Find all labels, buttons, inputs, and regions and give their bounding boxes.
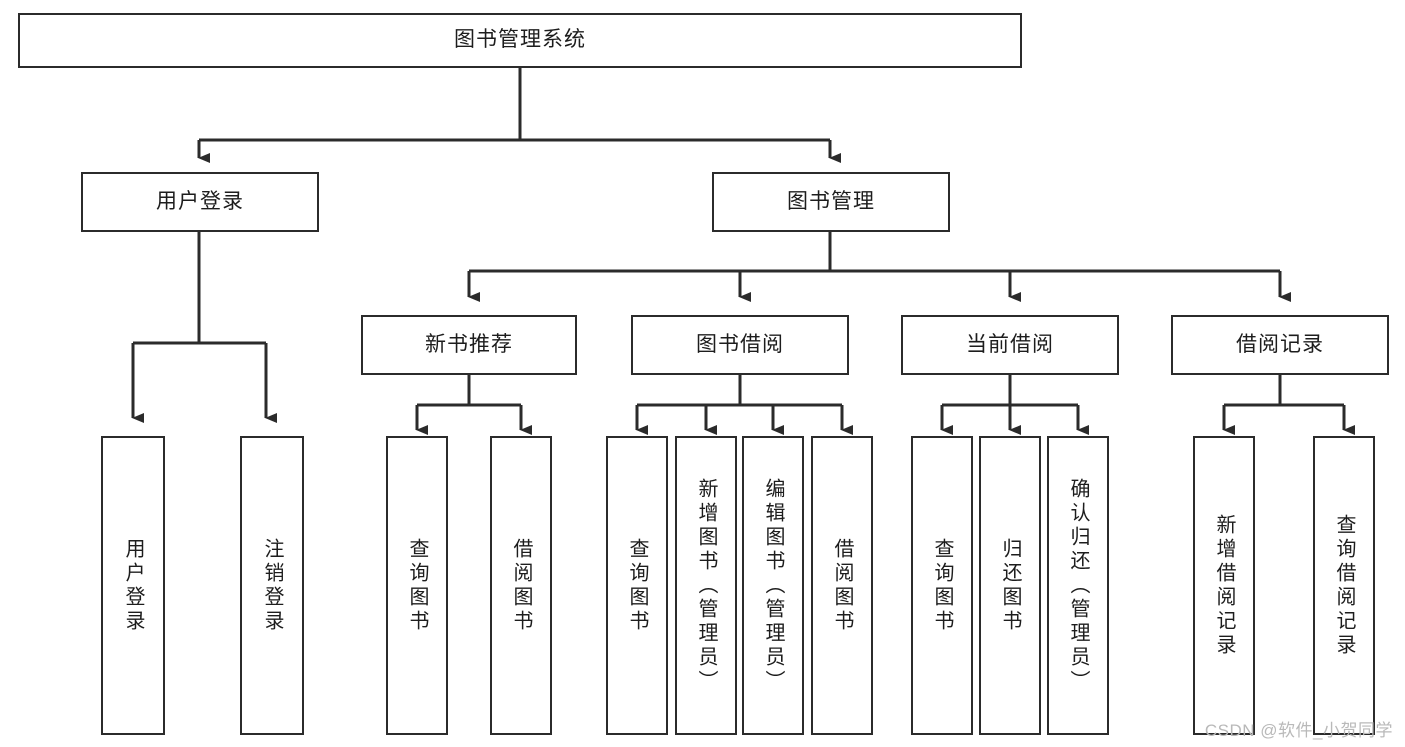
node-leaf-edit-book[interactable]: 编辑图书（管理员） [742, 436, 804, 735]
node-root-label: 图书管理系统 [454, 28, 586, 52]
node-leaf-logout-label: 注销登录 [261, 537, 283, 634]
node-leaf-edit-book-label: 编辑图书（管理员） [762, 477, 784, 694]
node-book-management-label: 图书管理 [787, 189, 875, 213]
node-leaf-add-book-label: 新增图书（管理员） [695, 477, 717, 694]
node-borrow-record[interactable]: 借阅记录 [1171, 315, 1389, 375]
node-user-login-label: 用户登录 [156, 189, 244, 213]
watermark: CSDN @软件_小贺同学 [1204, 721, 1393, 740]
node-leaf-logout[interactable]: 注销登录 [240, 436, 304, 735]
node-leaf-borrow-book-2-label: 借阅图书 [831, 537, 853, 634]
node-leaf-query-book-2-label: 查询图书 [626, 537, 648, 634]
node-leaf-return-book-label: 归还图书 [999, 537, 1021, 634]
node-leaf-confirm-return[interactable]: 确认归还（管理员） [1047, 436, 1109, 735]
node-root[interactable]: 图书管理系统 [18, 13, 1022, 68]
node-leaf-return-book[interactable]: 归还图书 [979, 436, 1041, 735]
node-leaf-query-book-1[interactable]: 查询图书 [386, 436, 448, 735]
node-leaf-add-record[interactable]: 新增借阅记录 [1193, 436, 1255, 735]
node-leaf-user-login[interactable]: 用户登录 [101, 436, 165, 735]
node-new-book-recommend-label: 新书推荐 [425, 332, 513, 356]
node-book-management[interactable]: 图书管理 [712, 172, 950, 232]
node-leaf-query-book-2[interactable]: 查询图书 [606, 436, 668, 735]
node-leaf-user-login-label: 用户登录 [122, 537, 144, 634]
node-leaf-borrow-book-2[interactable]: 借阅图书 [811, 436, 873, 735]
node-leaf-borrow-book-1[interactable]: 借阅图书 [490, 436, 552, 735]
node-leaf-query-record-label: 查询借阅记录 [1333, 513, 1355, 658]
node-book-borrow[interactable]: 图书借阅 [631, 315, 849, 375]
node-current-borrow[interactable]: 当前借阅 [901, 315, 1119, 375]
node-borrow-record-label: 借阅记录 [1236, 332, 1324, 356]
node-leaf-confirm-return-label: 确认归还（管理员） [1067, 477, 1089, 694]
node-leaf-add-book[interactable]: 新增图书（管理员） [675, 436, 737, 735]
node-leaf-borrow-book-1-label: 借阅图书 [510, 537, 532, 634]
node-leaf-add-record-label: 新增借阅记录 [1213, 513, 1235, 658]
node-book-borrow-label: 图书借阅 [696, 332, 784, 356]
node-leaf-query-book-1-label: 查询图书 [406, 537, 428, 634]
node-new-book-recommend[interactable]: 新书推荐 [361, 315, 577, 375]
node-leaf-query-book-3-label: 查询图书 [931, 537, 953, 634]
node-leaf-query-book-3[interactable]: 查询图书 [911, 436, 973, 735]
node-leaf-query-record[interactable]: 查询借阅记录 [1313, 436, 1375, 735]
node-user-login[interactable]: 用户登录 [81, 172, 319, 232]
node-current-borrow-label: 当前借阅 [966, 332, 1054, 356]
